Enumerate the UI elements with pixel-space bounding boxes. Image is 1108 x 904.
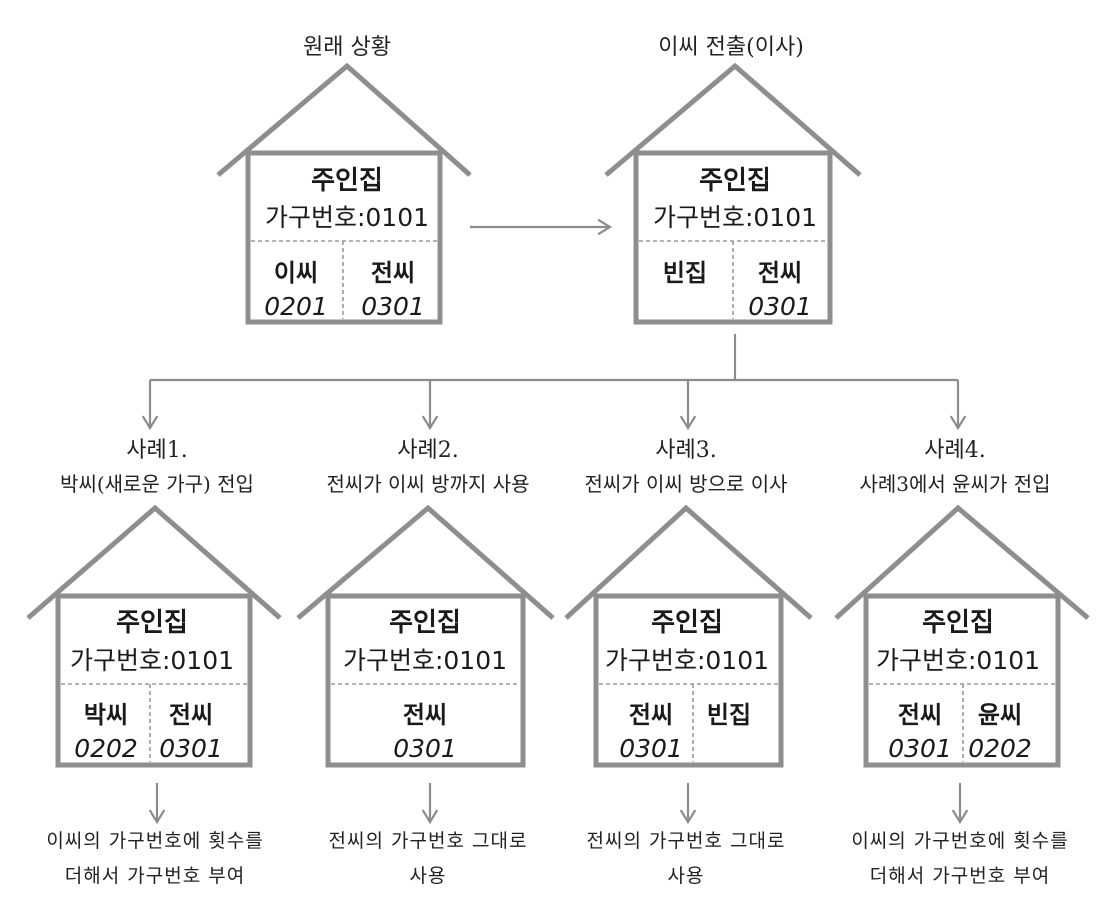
house-walls	[325, 593, 526, 768]
household-code: 가구번호:0101	[69, 646, 235, 675]
moveout-arrow	[470, 218, 613, 236]
house-walls	[245, 150, 443, 325]
house-original-drawing	[216, 62, 472, 325]
case-4-arrow	[949, 380, 967, 431]
case-4-label: 사례4.	[924, 438, 986, 463]
house-case-2-drawing	[296, 504, 555, 768]
case-4-note-line2: 더해서 가구번호 부여	[869, 865, 1051, 887]
case-2-note-line1: 전씨의 가구번호 그대로	[328, 830, 528, 852]
house-walls	[55, 593, 253, 768]
owner-house-label: 주인집	[311, 166, 383, 196]
case-2-note-line2: 사용	[409, 865, 447, 887]
household-code: 가구번호:0101	[652, 203, 818, 232]
room-right-number: 0301	[159, 734, 223, 763]
owner-house-label: 주인집	[922, 608, 994, 638]
case-1-label: 사례1.	[126, 438, 188, 463]
case-3-desc: 전씨가 이씨 방으로 이사	[584, 472, 788, 496]
case-3-label: 사례3.	[655, 438, 717, 463]
room-left-name: 전씨	[897, 701, 943, 729]
room-right-name: 빈집	[706, 701, 752, 729]
room-left-name: 전씨	[628, 701, 674, 729]
case-2-label: 사례2.	[397, 438, 459, 463]
room-right-number: 0301	[748, 292, 812, 321]
owner-house-label: 주인집	[389, 608, 461, 638]
house-case-4-drawing	[834, 504, 1090, 768]
room-right-number: 0301	[361, 292, 425, 321]
room-left-name: 박씨	[83, 701, 129, 729]
case-4-note-line1: 이씨의 가구번호에 횟수를	[851, 830, 1069, 852]
case-1-desc: 박씨(새로운 가구) 전입	[60, 472, 254, 496]
room-left-number: 0301	[888, 734, 952, 763]
household-code: 가구번호:0101	[604, 646, 770, 675]
roof	[296, 504, 555, 620]
household-code: 가구번호:0101	[875, 646, 1041, 675]
house-walls	[593, 593, 784, 768]
case-1-note-arrow	[148, 783, 166, 825]
house-walls	[633, 150, 833, 325]
original-situation-title: 원래 상황	[303, 35, 391, 60]
room-right-name: 전씨	[757, 259, 803, 287]
room-right-number: 0202	[968, 734, 1032, 763]
roof	[216, 62, 472, 177]
case-4-desc: 사례3에서 윤씨가 전입	[859, 472, 1051, 496]
case-3-note-line2: 사용	[667, 865, 705, 887]
roof	[604, 62, 862, 177]
owner-house-label: 주인집	[116, 608, 188, 638]
room-left-number: 0201	[264, 292, 328, 321]
case-3-arrow	[679, 380, 697, 431]
roof	[564, 504, 813, 620]
room-left-number: 0202	[74, 734, 138, 763]
case-3-note-arrow	[679, 783, 697, 825]
house-case-1-drawing	[26, 504, 282, 768]
room-left-name: 빈집	[662, 259, 708, 287]
house-after-moveout-drawing	[604, 62, 862, 325]
owner-house-label: 주인집	[651, 608, 723, 638]
house-case-3-drawing	[564, 504, 813, 768]
room-name: 전씨	[402, 701, 448, 729]
roof	[834, 504, 1090, 620]
roof	[26, 504, 282, 620]
owner-house-label: 주인집	[699, 166, 771, 196]
room-right-name: 전씨	[370, 259, 416, 287]
case-1-note-line2: 더해서 가구번호 부여	[64, 865, 246, 887]
case-2-desc: 전씨가 이씨 방까지 사용	[326, 472, 530, 496]
room-left-number: 0301	[619, 734, 683, 763]
room-number: 0301	[393, 734, 457, 763]
room-left-name: 이씨	[273, 259, 319, 287]
case-1-note-line1: 이씨의 가구번호에 횟수를	[46, 830, 264, 852]
moved-out-title: 이씨 전출(이사)	[658, 35, 804, 60]
case-2-arrow	[421, 380, 439, 431]
room-right-name: 전씨	[168, 701, 214, 729]
household-code: 가구번호:0101	[342, 646, 508, 675]
case-3-note-line1: 전씨의 가구번호 그대로	[586, 830, 786, 852]
house-walls	[863, 593, 1061, 768]
room-right-name: 윤씨	[977, 701, 1023, 729]
case-4-note-arrow	[951, 783, 969, 825]
case-2-note-arrow	[421, 783, 439, 825]
case-1-arrow	[141, 380, 159, 431]
household-code: 가구번호:0101	[264, 203, 430, 232]
